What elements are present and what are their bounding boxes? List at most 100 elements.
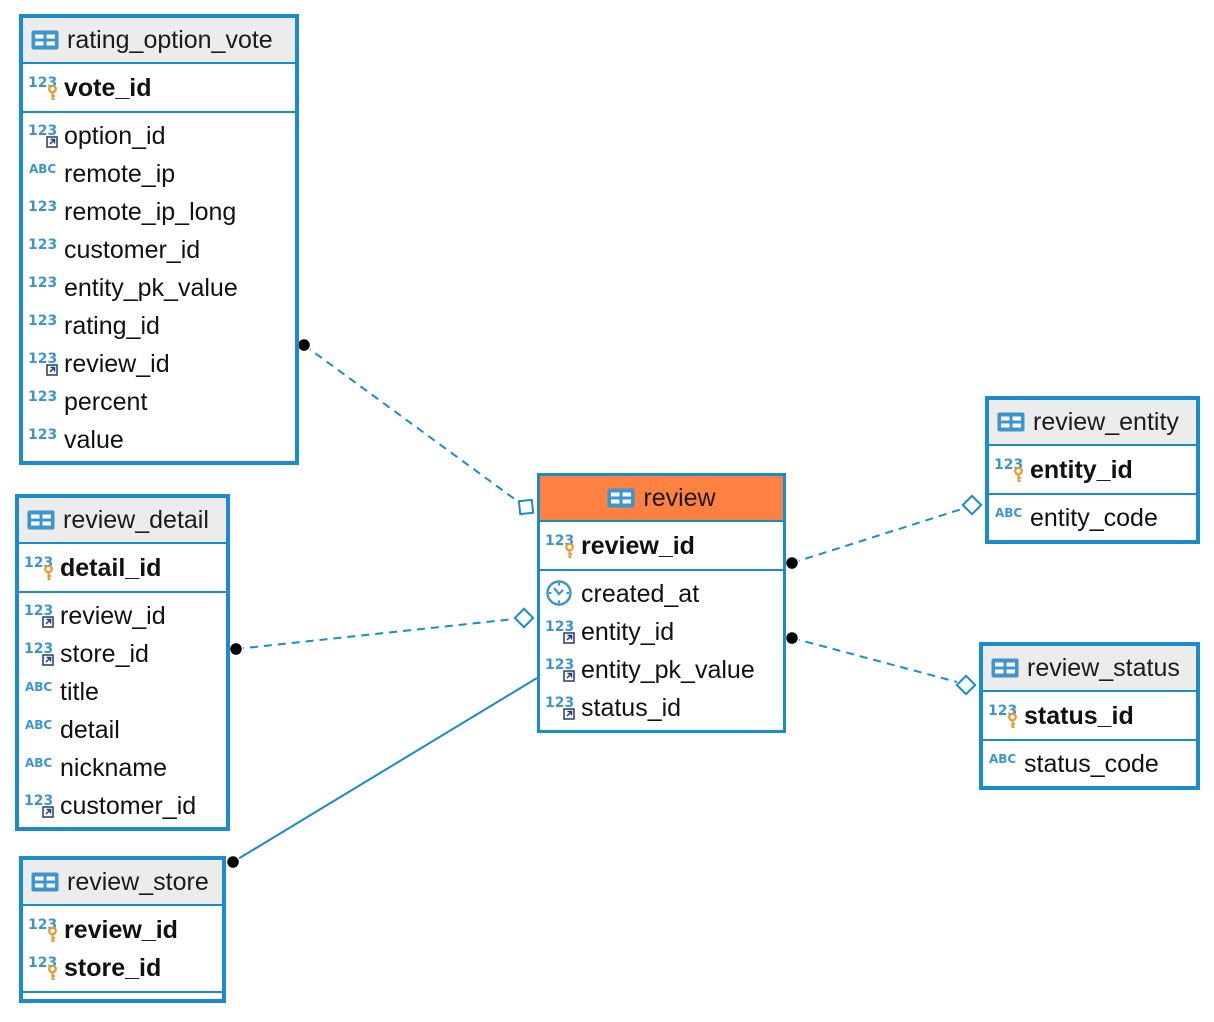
- entity-title: rating_option_vote: [67, 25, 273, 54]
- column-row[interactable]: ABC entity_code: [989, 499, 1196, 537]
- svg-text:123: 123: [545, 695, 574, 711]
- entity-header[interactable]: review: [540, 476, 783, 522]
- number-fk-icon: 123: [545, 695, 575, 720]
- text-icon: ABC: [989, 752, 1016, 766]
- column-name: customer_id: [60, 791, 197, 820]
- dot-end-review-detail: [228, 641, 244, 657]
- link-review-review-entity[interactable]: [791, 507, 966, 564]
- number-fk-icon: 123: [24, 603, 54, 628]
- column-name: review_id: [64, 349, 170, 378]
- svg-text:123: 123: [28, 917, 57, 933]
- column-name: entity_code: [1030, 503, 1158, 532]
- dot-end-review-pk: [784, 555, 800, 571]
- number-fk-icon: 123: [24, 641, 54, 666]
- number-fk-icon: 123: [545, 619, 575, 644]
- number-pk-icon: 123: [28, 75, 57, 100]
- text-icon: ABC: [25, 680, 52, 694]
- pk-column-name: vote_id: [64, 73, 152, 102]
- svg-text:123: 123: [24, 603, 53, 619]
- entity-header[interactable]: review_store: [23, 860, 222, 906]
- column-name: value: [64, 425, 124, 454]
- number-pk-icon: 123: [988, 703, 1017, 728]
- entity-title: review: [643, 483, 716, 512]
- pk-column-name: detail_id: [60, 553, 162, 582]
- number-icon: 123: [28, 237, 57, 253]
- entity-title: review_status: [1027, 653, 1180, 682]
- diamond-end-review-status: [955, 674, 977, 696]
- svg-text:ABC: ABC: [995, 506, 1022, 520]
- column-row[interactable]: ABC remote_ip: [23, 155, 295, 193]
- svg-text:123: 123: [545, 657, 574, 673]
- svg-text:123: 123: [28, 275, 57, 291]
- text-icon: ABC: [995, 506, 1022, 520]
- svg-text:123: 123: [545, 533, 574, 549]
- text-icon: ABC: [25, 718, 52, 732]
- column-row[interactable]: 123 review_id: [19, 597, 226, 635]
- entity-header[interactable]: review_entity: [989, 400, 1196, 446]
- svg-text:123: 123: [545, 619, 574, 635]
- svg-text:123: 123: [28, 75, 57, 91]
- column-name: remote_ip: [64, 159, 176, 188]
- pk-column-row[interactable]: 123 store_id: [23, 949, 222, 987]
- table-icon: [997, 412, 1025, 432]
- column-row[interactable]: 123 customer_id: [23, 231, 295, 269]
- link-review-store-review[interactable]: [232, 677, 538, 863]
- svg-text:ABC: ABC: [989, 752, 1016, 766]
- link-rating-option-vote-review[interactable]: [303, 344, 521, 504]
- column-name: review_id: [60, 601, 166, 630]
- entity-header[interactable]: review_status: [983, 646, 1196, 692]
- column-name: customer_id: [64, 235, 201, 264]
- column-row[interactable]: 123 status_id: [540, 689, 783, 727]
- number-icon: 123: [28, 427, 57, 443]
- link-review-review-status[interactable]: [791, 637, 958, 683]
- pk-column-name: store_id: [64, 953, 162, 982]
- number-pk-icon: 123: [28, 917, 57, 942]
- svg-text:123: 123: [28, 955, 57, 971]
- number-fk-icon: 123: [24, 793, 54, 818]
- svg-text:123: 123: [24, 793, 53, 809]
- column-row[interactable]: 123 customer_id: [19, 787, 226, 825]
- link-review-detail-review[interactable]: [235, 618, 515, 650]
- svg-text:ABC: ABC: [25, 680, 52, 694]
- column-name: created_at: [581, 579, 700, 608]
- entity-header[interactable]: rating_option_vote: [23, 18, 295, 64]
- entity-header[interactable]: review_detail: [19, 498, 226, 544]
- entity-title: review_store: [67, 867, 209, 896]
- svg-text:ABC: ABC: [29, 162, 56, 176]
- column-name: status_id: [581, 693, 682, 722]
- column-row[interactable]: 123 value: [23, 421, 295, 459]
- column-row[interactable]: created_at: [540, 575, 783, 613]
- number-fk-icon: 123: [28, 351, 58, 376]
- column-name: rating_id: [64, 311, 160, 340]
- number-fk-icon: 123: [545, 657, 575, 682]
- pk-column-row[interactable]: 123 vote_id: [23, 69, 295, 107]
